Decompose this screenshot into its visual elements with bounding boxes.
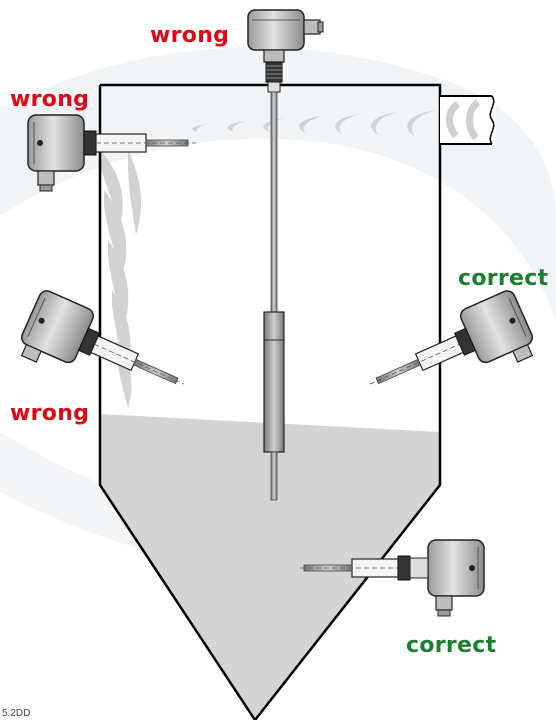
right-sensor bbox=[369, 290, 534, 385]
upper-left-sensor-housing bbox=[27, 114, 85, 172]
top-sensor-housing bbox=[247, 9, 305, 51]
top-sensor-tip bbox=[270, 451, 278, 501]
label-mid-left-wrong: wrong bbox=[10, 401, 89, 426]
top-sensor bbox=[247, 9, 324, 501]
right-sensor-rod bbox=[375, 358, 422, 385]
footnote: 5.2DD bbox=[2, 708, 30, 719]
label-upper-left-wrong: wrong bbox=[10, 87, 89, 112]
label-top-wrong: wrong bbox=[150, 23, 229, 48]
label-right-correct: correct bbox=[458, 266, 549, 291]
inlet-pipe bbox=[440, 95, 496, 145]
mid-left-sensor bbox=[20, 290, 185, 385]
material-cascade bbox=[100, 150, 142, 408]
top-sensor-rod bbox=[270, 91, 278, 313]
bottom-sensor-housing bbox=[427, 539, 485, 597]
top-sensor-probe bbox=[263, 311, 285, 453]
label-bottom-correct: correct bbox=[406, 633, 497, 658]
bottom-sensor bbox=[300, 539, 485, 617]
upper-left-sensor bbox=[27, 114, 196, 192]
bulk-material bbox=[100, 414, 440, 720]
